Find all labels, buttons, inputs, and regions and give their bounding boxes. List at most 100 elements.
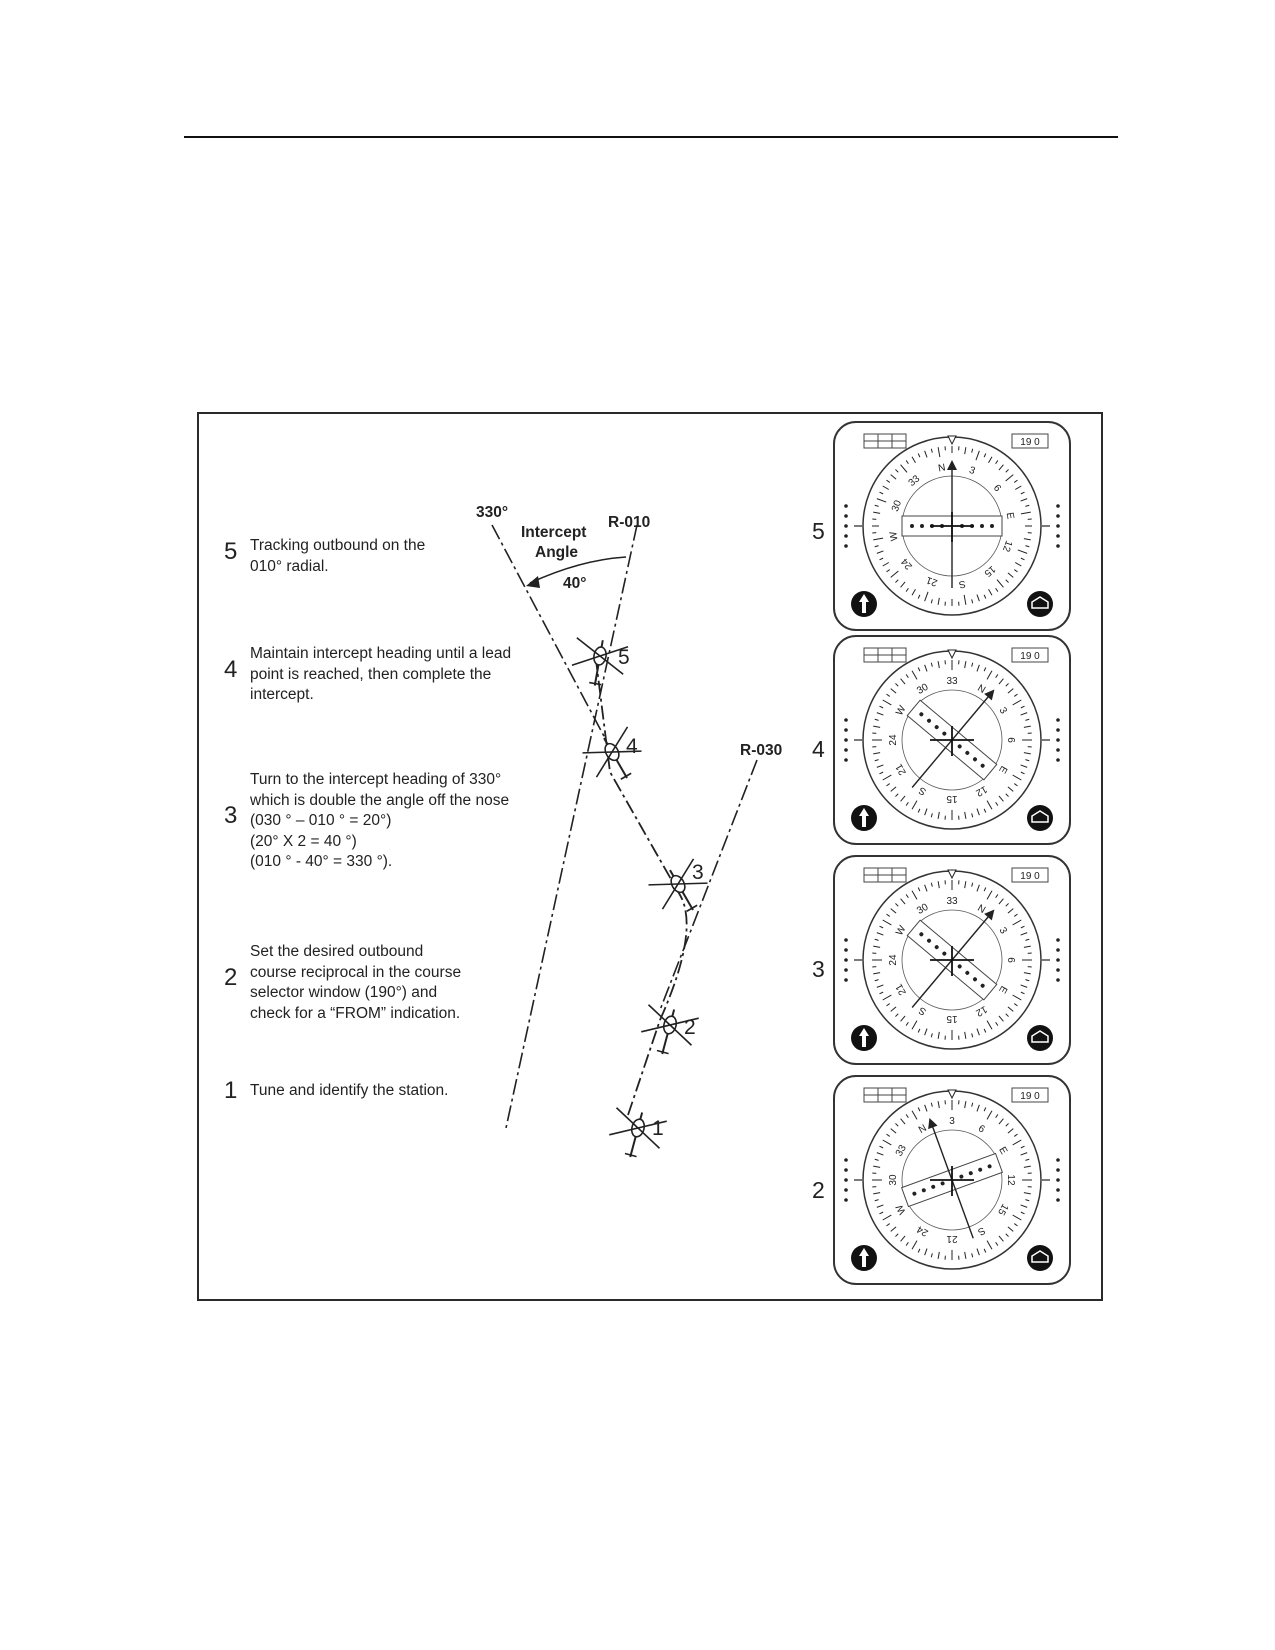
svg-text:21: 21 bbox=[924, 574, 939, 588]
step-1-text: Tune and identify the station. bbox=[250, 1082, 449, 1099]
course-selector-window: 19 0 bbox=[1011, 1087, 1049, 1103]
course-knob-icon[interactable] bbox=[1027, 1025, 1053, 1051]
course-selector-value: 19 0 bbox=[1020, 871, 1040, 882]
aircraft-symbol bbox=[930, 1166, 974, 1196]
instrument-4-number: 4 bbox=[812, 736, 825, 762]
instrument-3-number: 3 bbox=[812, 956, 825, 982]
svg-text:6: 6 bbox=[976, 1123, 987, 1136]
course-knob-icon[interactable] bbox=[1027, 591, 1053, 617]
svg-text:3: 3 bbox=[997, 926, 1010, 937]
radial-030-line bbox=[659, 759, 758, 1011]
svg-text:S: S bbox=[917, 1004, 929, 1017]
course-selector-value: 19 0 bbox=[1020, 437, 1040, 448]
position-4-label: 4 bbox=[626, 735, 638, 758]
svg-text:E: E bbox=[996, 764, 1009, 776]
helicopter-3 bbox=[648, 858, 708, 912]
svg-text:33: 33 bbox=[894, 1143, 909, 1159]
step-4-text: Maintain intercept heading until a lead … bbox=[250, 645, 512, 703]
header-rule bbox=[184, 136, 1118, 138]
heading-knob-icon[interactable] bbox=[851, 591, 877, 617]
svg-text:3: 3 bbox=[997, 706, 1010, 717]
step-5-text: Tracking outbound on the 010° radial. bbox=[250, 537, 426, 575]
svg-text:24: 24 bbox=[888, 734, 899, 746]
aircraft-symbol bbox=[930, 726, 974, 756]
position-2-label: 2 bbox=[684, 1016, 696, 1039]
svg-text:15: 15 bbox=[995, 1202, 1010, 1218]
intercept-angle-arc bbox=[529, 556, 627, 584]
helicopter-4 bbox=[582, 726, 642, 780]
svg-text:12: 12 bbox=[1005, 1174, 1016, 1186]
svg-text:21: 21 bbox=[894, 761, 909, 777]
course-selector-window: 19 0 bbox=[1011, 867, 1049, 883]
radial-010-label: R-010 bbox=[608, 514, 651, 531]
step-2-text: Set the desired outbound course reciproc… bbox=[250, 943, 462, 1022]
course-knob-icon[interactable] bbox=[1027, 1245, 1053, 1271]
svg-text:N: N bbox=[917, 1123, 929, 1136]
helicopter-1 bbox=[609, 1107, 667, 1158]
helicopter-5 bbox=[571, 637, 629, 686]
course-knob-icon[interactable] bbox=[1027, 805, 1053, 831]
svg-text:15: 15 bbox=[946, 1013, 958, 1024]
svg-text:S: S bbox=[917, 784, 929, 797]
svg-text:3: 3 bbox=[949, 1116, 955, 1127]
svg-text:30: 30 bbox=[915, 902, 931, 917]
svg-text:12: 12 bbox=[973, 1003, 989, 1018]
svg-text:W: W bbox=[888, 530, 901, 542]
svg-text:33: 33 bbox=[946, 896, 958, 907]
heading-330-label: 330° bbox=[476, 504, 509, 521]
svg-text:6: 6 bbox=[1005, 957, 1016, 963]
svg-text:21: 21 bbox=[894, 981, 909, 997]
svg-text:E: E bbox=[996, 1145, 1009, 1157]
svg-text:33: 33 bbox=[946, 676, 958, 687]
aircraft-symbol bbox=[930, 946, 974, 976]
intercept-label-line2: Angle bbox=[535, 544, 579, 561]
svg-text:30: 30 bbox=[915, 682, 931, 697]
course-selector-window: 19 0 bbox=[1011, 433, 1049, 449]
step-4-number: 4 bbox=[224, 656, 238, 683]
course-selector-window: 19 0 bbox=[1011, 647, 1049, 663]
svg-text:12: 12 bbox=[973, 783, 989, 798]
warning-flag-window bbox=[863, 867, 907, 883]
course-330-line bbox=[491, 524, 607, 741]
flight-path bbox=[595, 659, 688, 1116]
aircraft-symbol bbox=[930, 512, 974, 542]
svg-text:6: 6 bbox=[991, 483, 1003, 495]
step-1-number: 1 bbox=[224, 1077, 238, 1104]
helicopter-2 bbox=[641, 1004, 699, 1055]
intercept-angle-value: 40° bbox=[563, 575, 587, 592]
svg-text:E: E bbox=[996, 984, 1009, 996]
svg-text:15: 15 bbox=[946, 793, 958, 804]
svg-text:E: E bbox=[1004, 512, 1016, 521]
intercept-arrow-head bbox=[526, 576, 540, 588]
svg-text:3: 3 bbox=[968, 465, 977, 477]
instrument-2-number: 2 bbox=[812, 1177, 825, 1203]
course-selector-value: 19 0 bbox=[1020, 651, 1040, 662]
svg-text:N: N bbox=[975, 903, 987, 916]
instrument-5-number: 5 bbox=[812, 518, 825, 544]
svg-text:S: S bbox=[958, 578, 967, 590]
heading-knob-icon[interactable] bbox=[851, 1025, 877, 1051]
position-5-label: 5 bbox=[618, 646, 630, 669]
course-selector-value: 19 0 bbox=[1020, 1091, 1040, 1102]
svg-text:12: 12 bbox=[1000, 539, 1014, 554]
intercept-label-line1: Intercept bbox=[521, 524, 587, 541]
warning-flag-window bbox=[863, 433, 907, 449]
figure-frame bbox=[197, 412, 1103, 1301]
heading-knob-icon[interactable] bbox=[851, 805, 877, 831]
svg-text:30: 30 bbox=[888, 1174, 899, 1186]
warning-flag-window bbox=[863, 647, 907, 663]
step-3-text: Turn to the intercept heading of 330° wh… bbox=[250, 771, 510, 870]
step-2-number: 2 bbox=[224, 964, 238, 991]
svg-text:24: 24 bbox=[888, 954, 899, 966]
svg-text:N: N bbox=[937, 462, 946, 474]
svg-text:24: 24 bbox=[915, 1223, 931, 1238]
svg-text:21: 21 bbox=[946, 1233, 958, 1244]
svg-text:30: 30 bbox=[890, 498, 904, 513]
heading-knob-icon[interactable] bbox=[851, 1245, 877, 1271]
